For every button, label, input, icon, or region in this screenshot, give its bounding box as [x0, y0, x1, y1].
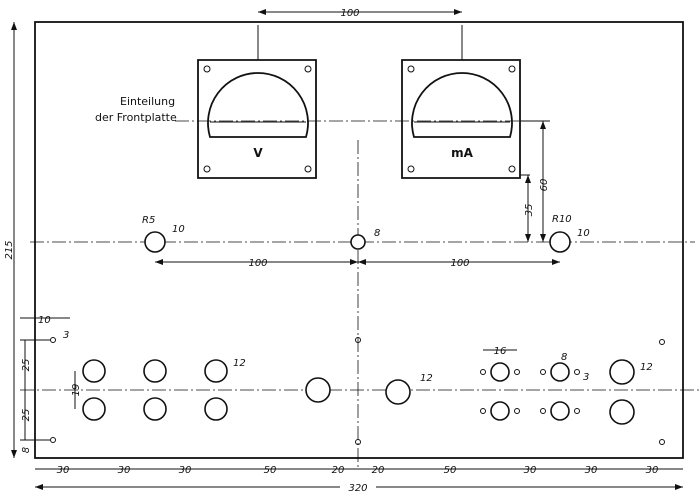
dim-label: 100	[248, 258, 267, 269]
dim-label: 215	[4, 240, 15, 259]
dim-label: 3	[63, 330, 69, 341]
dim-label: 30	[585, 465, 598, 476]
dim-label: 25	[21, 359, 32, 372]
dim-label: 20	[332, 465, 345, 476]
title-line-1: Einteilung	[120, 95, 175, 108]
total-width-label: 320	[348, 483, 367, 494]
dim-label: 100	[340, 8, 359, 19]
dim-label: 10	[172, 224, 185, 235]
dim-label: 12	[420, 373, 433, 384]
hole-r10	[549, 231, 571, 253]
meter-label-v: V	[253, 146, 263, 160]
dim-label: 30	[524, 465, 537, 476]
jack-holes	[82, 359, 635, 425]
dim-label: 16	[494, 346, 507, 357]
dim-label: 20	[372, 465, 385, 476]
dim-label: R5	[142, 215, 155, 226]
dim-label: 30	[179, 465, 192, 476]
title-line-2: der Frontplatte	[95, 111, 177, 124]
hole-center	[350, 234, 366, 250]
dim-label: 8	[21, 447, 32, 453]
dim-label: 100	[450, 258, 469, 269]
dim-label: 10	[38, 315, 51, 326]
dim-label: 19	[71, 384, 82, 397]
hole-r5	[144, 231, 166, 253]
meter-label-ma: mA	[451, 146, 474, 160]
mounting-screws	[50, 337, 665, 445]
dim-label: R10	[552, 214, 572, 225]
dim-label: 10	[577, 228, 590, 239]
dim-label: 50	[264, 465, 277, 476]
dim-label: 8	[374, 228, 380, 239]
dim-label: 8	[561, 352, 567, 363]
dim-label: 25	[21, 409, 32, 422]
dim-label: 30	[646, 465, 659, 476]
top-dimension: 100	[258, 8, 462, 19]
dim-label: 60	[539, 179, 550, 192]
milliammeter: mA	[401, 59, 521, 179]
dim-label: 3	[583, 372, 589, 383]
panel-outline	[34, 21, 684, 459]
dim-label: 50	[444, 465, 457, 476]
dim-label: 30	[118, 465, 131, 476]
dim-label: 12	[640, 362, 653, 373]
voltmeter: V	[197, 59, 317, 179]
dim-label: 35	[524, 204, 535, 217]
dim-label: 30	[57, 465, 70, 476]
dim-label: 12	[233, 358, 246, 369]
height-dimension: 215	[4, 22, 17, 458]
